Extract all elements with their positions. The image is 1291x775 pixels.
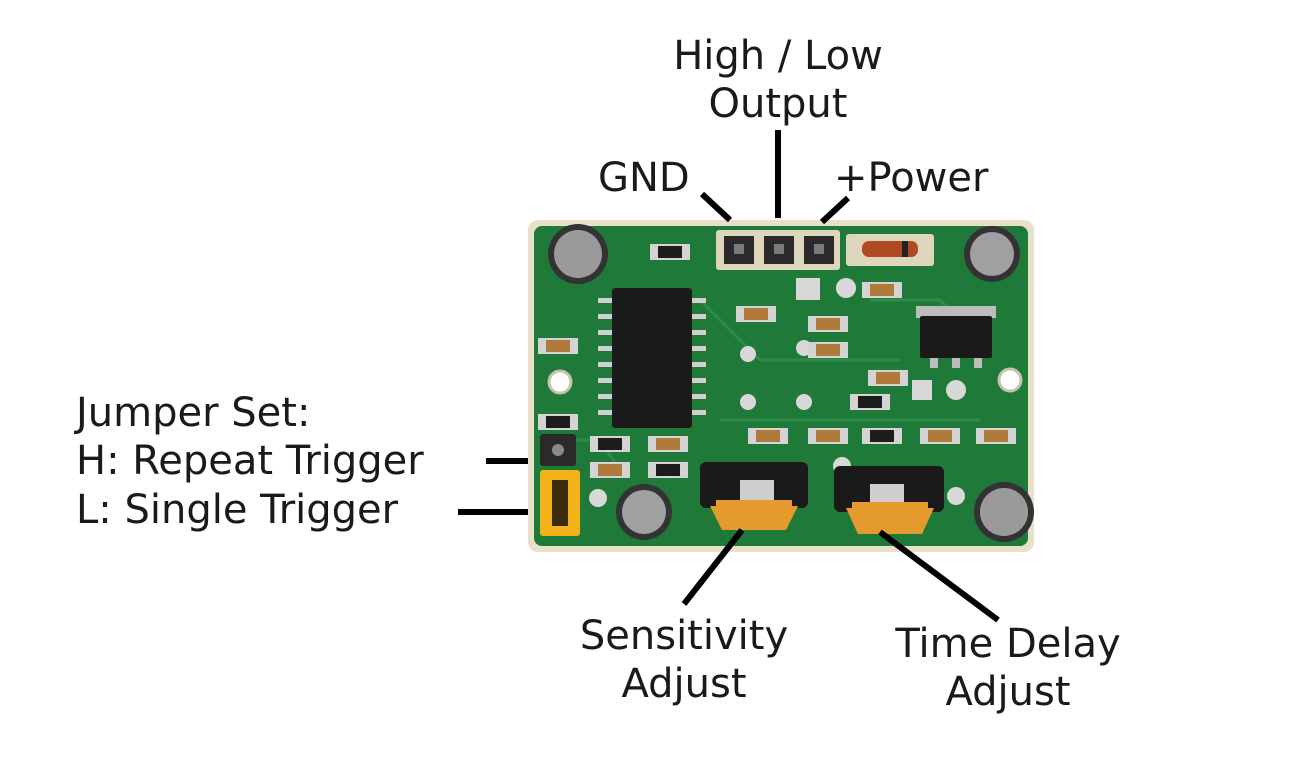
header-pins xyxy=(716,230,840,270)
time-delay-label-line1: Time Delay xyxy=(895,621,1121,667)
smd-component: 103 xyxy=(862,428,902,444)
leader-power xyxy=(819,195,851,225)
leader-gnd xyxy=(699,191,733,223)
jumper xyxy=(540,434,580,536)
leader-sensitivity xyxy=(681,528,745,606)
smd-component xyxy=(648,436,688,452)
power-label: +Power xyxy=(834,155,989,201)
smd-component xyxy=(862,282,902,298)
output-label-line2: Output xyxy=(708,81,848,127)
mounting-hole xyxy=(547,369,573,395)
time-delay-label: Time Delay Adjust xyxy=(858,620,1158,716)
pcb-traces xyxy=(560,298,982,471)
smd-marking: 103 xyxy=(864,399,877,407)
sensitivity-label: Sensitivity Adjust xyxy=(544,612,824,708)
smd-component xyxy=(920,428,960,444)
smd-marking: 105 xyxy=(552,419,565,427)
smd-component xyxy=(736,306,776,322)
smd-component xyxy=(538,338,578,354)
smd-marking: 104 xyxy=(662,467,675,475)
voltage-regulator xyxy=(916,306,996,368)
jumper-title-label: Jumper Set: xyxy=(76,390,311,436)
jumper-h-label: H: Repeat Trigger xyxy=(76,438,424,484)
output-label-line1: High / Low xyxy=(673,33,883,79)
sensitivity-potentiometer xyxy=(700,462,808,530)
smd-component: 104 xyxy=(648,462,688,478)
smd-component: L0 xyxy=(590,436,630,452)
smd-component xyxy=(590,462,630,478)
mounting-hole xyxy=(997,367,1023,393)
smd-component xyxy=(868,370,908,386)
smd-component: 105 xyxy=(538,414,578,430)
main-ic xyxy=(598,288,706,428)
pads xyxy=(589,278,966,507)
gnd-label: GND xyxy=(598,155,690,201)
sensitivity-label-line2: Adjust xyxy=(621,661,747,707)
smd-marking: L0 xyxy=(606,441,614,449)
output-label: High / Low Output xyxy=(628,32,928,128)
smd-marking: 102 xyxy=(664,249,677,257)
smd-marking: 103 xyxy=(876,433,889,441)
time-delay-potentiometer xyxy=(834,466,944,534)
smd-component xyxy=(808,428,848,444)
capacitors xyxy=(548,224,1034,542)
sensitivity-label-line1: Sensitivity xyxy=(579,613,789,659)
time-delay-label-line2: Adjust xyxy=(945,669,1071,715)
smd-component: 102 xyxy=(650,244,690,260)
smd-component xyxy=(808,342,848,358)
jumper-l-label: L: Single Trigger xyxy=(76,487,399,533)
smd-component xyxy=(808,316,848,332)
leader-time-delay xyxy=(878,529,1000,623)
leader-lines xyxy=(458,130,1000,623)
smd-component xyxy=(976,428,1016,444)
diode xyxy=(846,234,934,266)
smd-component: 103 xyxy=(850,394,890,410)
smd-component xyxy=(748,428,788,444)
